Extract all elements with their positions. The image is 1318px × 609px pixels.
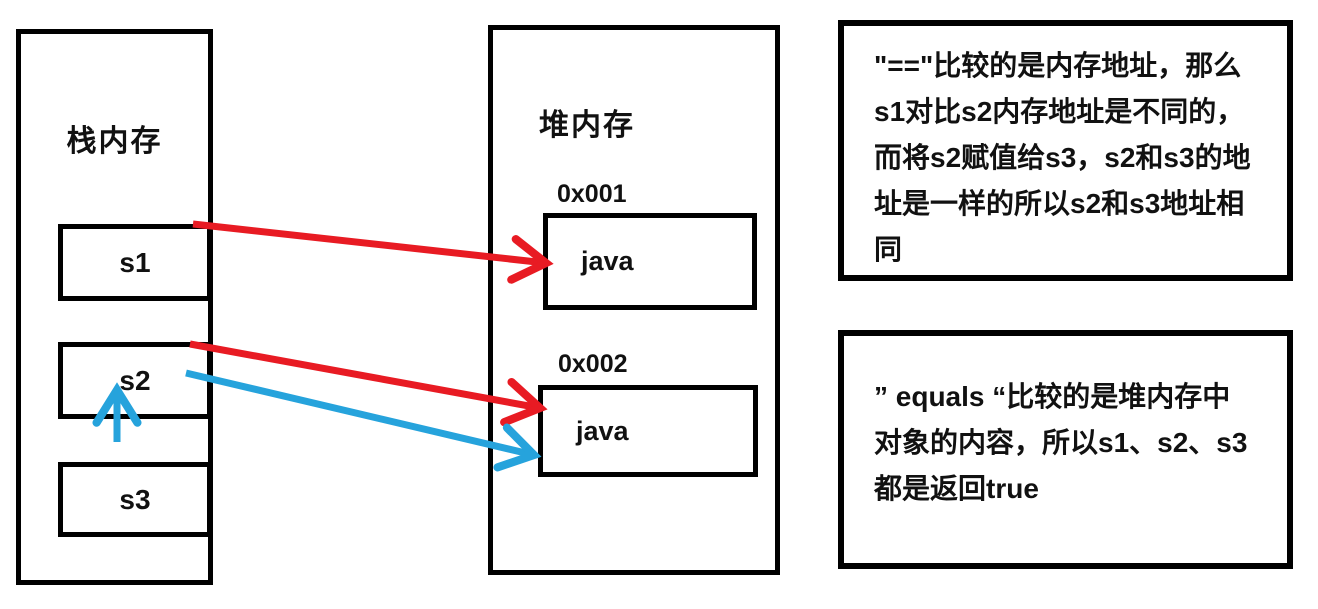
note-line: "=="比较的是内存地址，那么: [874, 50, 1242, 81]
stack-variable-s3: s3: [58, 462, 212, 537]
note-line: 址是一样的所以s2和s3地址相: [874, 188, 1245, 219]
heap-object-0x001: java: [543, 213, 757, 310]
heap-object-address-0x001: 0x001: [557, 180, 627, 208]
variable-label: s3: [119, 483, 151, 515]
heap-memory-box: 堆内存 0x001 java 0x002 java: [488, 25, 780, 575]
stack-memory-box: 栈内存 s1 s2 s3: [16, 29, 213, 585]
stack-memory-title: 栈内存: [66, 125, 163, 158]
note-box-equality-operator: "=="比较的是内存地址，那么 s1对比s2内存地址是不同的， 而将s2赋值给s…: [838, 20, 1293, 281]
stack-variable-s2: s2: [58, 342, 212, 419]
note-line: ” equals “比较的是堆内存中: [874, 381, 1231, 412]
note-line: 同: [874, 234, 903, 265]
note-box-equals-method: ” equals “比较的是堆内存中 对象的内容，所以s1、s2、s3 都是返回…: [838, 330, 1293, 569]
heap-memory-title: 堆内存: [539, 109, 635, 142]
heap-object-value: java: [581, 246, 634, 276]
variable-label: s1: [119, 246, 151, 278]
note-equals-text: ” equals “比较的是堆内存中 对象的内容，所以s1、s2、s3 都是返回…: [874, 374, 1273, 512]
arrow-s2-to-0x002-content: [185, 369, 542, 472]
heap-object-address-0x002: 0x002: [558, 350, 628, 378]
note-line: 都是返回true: [874, 473, 1039, 504]
note-line: s1对比s2内存地址是不同的，: [874, 96, 1245, 127]
variable-label: s2: [119, 364, 151, 396]
heap-object-value: java: [576, 415, 629, 446]
stack-variable-s1: s1: [58, 224, 212, 301]
note-equality-text: "=="比较的是内存地址，那么 s1对比s2内存地址是不同的， 而将s2赋值给s…: [874, 43, 1273, 273]
heap-object-0x002: java: [538, 385, 758, 477]
note-line: 对象的内容，所以s1、s2、s3: [874, 427, 1248, 458]
note-line: 而将s2赋值给s3，s2和s3的地: [874, 142, 1251, 173]
